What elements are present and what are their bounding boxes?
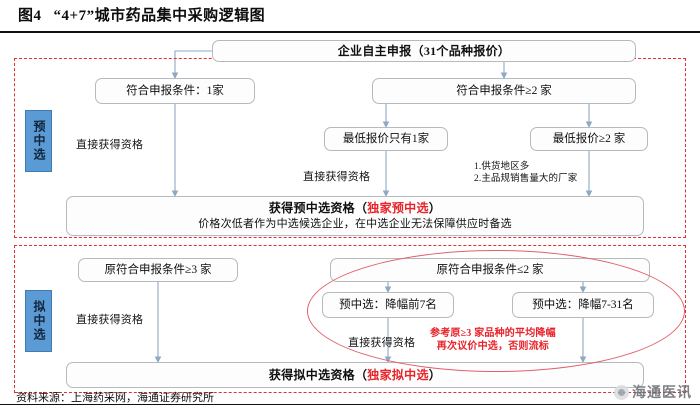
section-tab-draft-selection: 拟中选 [25,290,52,352]
edge-label-direct-qualify-2: 直接获得资格 [303,171,371,183]
draft-result-suffix: ） [428,367,442,382]
node-label: 最低报价≥2 家 [552,132,626,145]
watermark: 海通医讯 [614,382,692,402]
watermark-label: 海通医讯 [632,386,692,401]
section-tab-pre-selection: 预中选 [25,110,52,172]
node-enterprise-declaration: 企业自主申报（31个品种报价） [212,40,636,62]
pre-result-suffix: ） [428,200,442,215]
section-frame-draft-selection [14,245,686,393]
draft-result-prefix: 获得拟中选资格（ [268,367,368,382]
node-original-three-or-more: 原符合申报条件≥3 家 [78,258,238,282]
node-original-two-or-less: 原符合申报条件≤2 家 [330,258,650,282]
edge-label-direct-qualify-4: 直接获得资格 [348,337,416,349]
figure-number: 图4 [18,8,42,24]
node-condition-two-or-more: 符合申报条件≥2 家 [372,78,636,104]
node-label: 预中选：降幅7-31名 [532,298,634,311]
node-label: 预中选：降幅前7名 [339,298,437,311]
figure-title-text: “4+7”城市药品集中采购逻辑图 [53,8,266,24]
node-rank-top-seven: 预中选：降幅前7名 [322,292,454,318]
figure-title-bar: 图4 “4+7”城市药品集中采购逻辑图 [0,0,700,33]
node-label: 符合申报条件≥2 家 [456,84,552,97]
pre-result-prefix: 获得预中选资格（ [268,200,368,215]
criteria-line-1: 1.供货地区多 [474,162,530,172]
annotation-selection-criteria: 1.供货地区多 2.主品规销售量大的厂家 [474,161,577,185]
node-label: 原符合申报条件≤2 家 [436,263,544,276]
source-note: 资料来源：上海药采网，海通证券研究所 [16,392,214,404]
draft-result-highlight: 独家拟中选 [367,367,429,382]
node-lowest-bid-one: 最低报价只有1家 [324,127,448,151]
brand-logo-icon [614,384,629,400]
edge-label-direct-qualify-3: 直接获得资格 [76,314,144,326]
annotation-renegotiation-note: 参考原≥3 家品种的平均降幅 再次议价中选，否则流标 [430,327,556,353]
node-rank-seven-to-thirtyone: 预中选：降幅7-31名 [512,292,654,318]
node-label: 原符合申报条件≥3 家 [104,263,212,276]
node-condition-one-company: 符合申报条件：1家 [95,78,255,104]
node-label: 企业自主申报（31个品种报价） [337,43,511,58]
node-label-primary: 获得预中选资格（独家预中选） [269,201,441,216]
criteria-line-2: 2.主品规销售量大的厂家 [474,174,578,184]
footer-divider [0,404,700,405]
pre-result-highlight: 独家预中选 [367,200,429,215]
node-lowest-bid-two-or-more: 最低报价≥2 家 [530,127,648,151]
node-draft-selection-result: 获得拟中选资格（独家拟中选） [66,362,644,388]
node-label-secondary: 价格次低者作为中选候选企业，在中选企业无法保障供应时备选 [198,217,512,230]
node-label-primary: 获得拟中选资格（独家拟中选） [269,368,441,383]
edge-label-direct-qualify-1: 直接获得资格 [76,139,144,151]
red-note-line-2: 再次议价中选，否则流标 [436,341,549,352]
node-pre-selection-result: 获得预中选资格（独家预中选） 价格次低者作为中选候选企业，在中选企业无法保障供应… [66,196,644,236]
page-title: 图4 “4+7”城市药品集中采购逻辑图 [18,4,265,25]
node-label: 最低报价只有1家 [342,132,430,145]
red-note-line-1: 参考原≥3 家品种的平均降幅 [430,328,556,339]
node-label: 符合申报条件：1家 [126,84,224,97]
